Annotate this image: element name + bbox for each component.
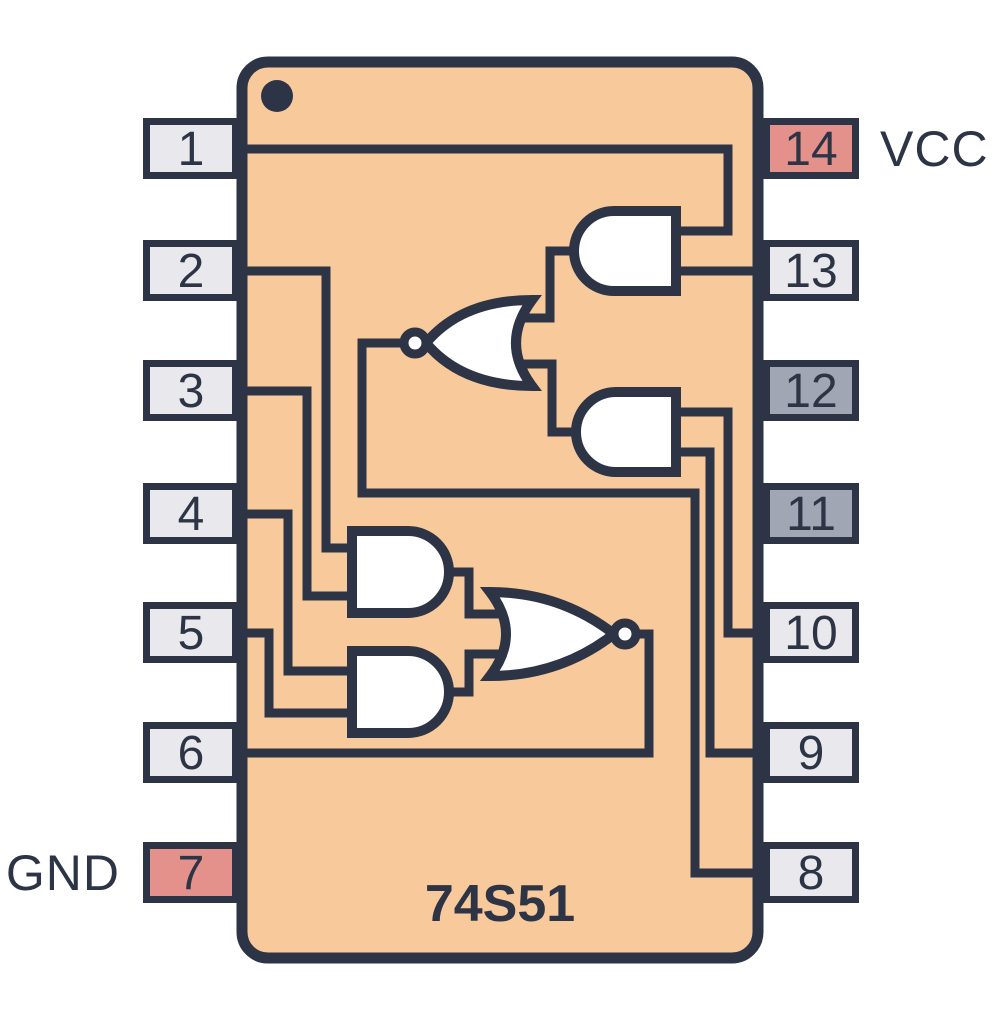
wire-pin2-to-and3 xyxy=(243,266,352,553)
pin-9-number: 9 xyxy=(797,726,825,780)
and-gate-3 xyxy=(347,526,454,618)
wire-pin1-to-and1 xyxy=(243,144,733,236)
wire-pin3-to-and3 xyxy=(243,386,352,601)
chip-body xyxy=(236,56,764,964)
wire-pin10-to-and2 xyxy=(676,407,762,638)
pin-8: 8 xyxy=(763,842,859,903)
pin-3: 3 xyxy=(143,360,239,421)
pin-11-nc: 11 xyxy=(763,483,859,544)
pin-13: 13 xyxy=(763,240,859,301)
gnd-label: GND xyxy=(5,844,120,901)
nor-gate-1 xyxy=(419,294,542,392)
wire-pin5-to-and4 xyxy=(243,628,352,718)
pin-8-number: 8 xyxy=(797,846,825,900)
pin-5: 5 xyxy=(143,602,239,663)
wire-and3-to-nor2 xyxy=(448,567,508,619)
pin-5-number: 5 xyxy=(177,606,205,660)
pin-7-number: 7 xyxy=(177,846,205,900)
wire-pin4-to-and4 xyxy=(243,509,352,676)
vcc-label: VCC xyxy=(880,120,989,177)
nor-gate-2 xyxy=(479,586,623,682)
pin-14-vcc: 14 xyxy=(763,118,859,179)
pin-1-number: 1 xyxy=(177,122,205,176)
pin-4: 4 xyxy=(143,483,239,544)
pin-2: 2 xyxy=(143,240,239,301)
pin-3-number: 3 xyxy=(177,364,205,418)
pin-10: 10 xyxy=(763,602,859,663)
chip-part-number: 74S51 xyxy=(424,875,576,933)
pin-13-number: 13 xyxy=(784,244,838,298)
pin-14-number: 14 xyxy=(784,122,838,176)
wire-and4-to-nor2 xyxy=(448,649,508,697)
pin-2-number: 2 xyxy=(177,244,205,298)
pin1-indicator-dot-icon xyxy=(261,80,293,112)
pin-7-gnd: 7 xyxy=(143,842,239,903)
wire-nor1-to-pin8 xyxy=(357,338,762,878)
and-gate-1 xyxy=(569,206,681,296)
wire-nor2-to-pin6 xyxy=(243,629,654,758)
wire-and2-to-nor1 xyxy=(520,359,576,437)
and-gate-4 xyxy=(347,646,454,738)
pin-10-number: 10 xyxy=(784,606,838,660)
wire-and1-to-nor1 xyxy=(520,246,574,323)
nor-gate-2-inverter-bubble-icon xyxy=(609,618,641,650)
pin-12-number: 12 xyxy=(784,364,838,418)
pin-9: 9 xyxy=(763,722,859,783)
pin-11-number: 11 xyxy=(786,487,836,541)
pin-6-number: 6 xyxy=(177,726,205,780)
nor-gate-1-inverter-bubble-icon xyxy=(399,327,431,359)
wire-pin9-to-and2 xyxy=(676,447,762,758)
pin-1: 1 xyxy=(143,118,239,179)
pin-12-nc: 12 xyxy=(763,360,859,421)
and-gate-2 xyxy=(571,387,681,477)
pin-6: 6 xyxy=(143,722,239,783)
pin-4-number: 4 xyxy=(177,487,205,541)
